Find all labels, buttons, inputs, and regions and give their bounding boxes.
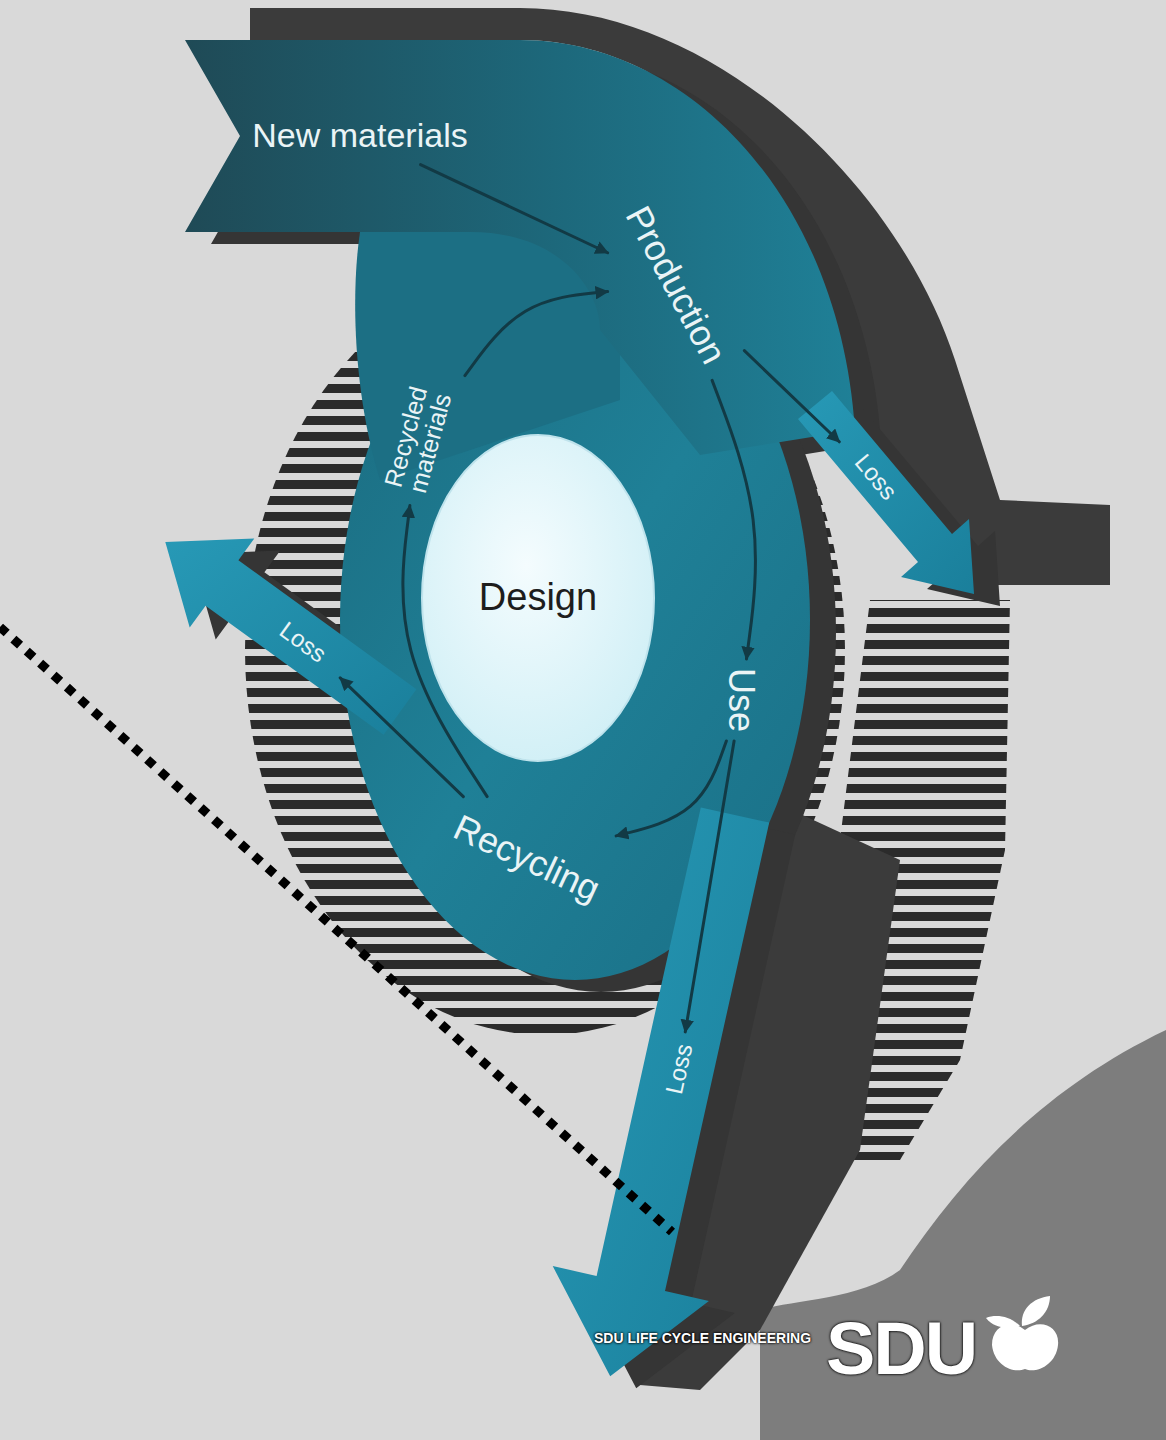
design-circle: Design xyxy=(420,433,656,763)
node-text: New materials xyxy=(252,116,467,155)
flow-connector xyxy=(616,741,726,836)
loss-arrow xyxy=(798,391,974,594)
stage-segment: Recycled materials xyxy=(378,381,458,498)
node-text: Loss xyxy=(849,449,903,506)
flow-connector xyxy=(744,351,839,442)
node-text: Production xyxy=(617,199,734,370)
circle-shape xyxy=(422,435,654,761)
node-text: Loss xyxy=(274,616,331,668)
logo-icon xyxy=(986,1296,1058,1370)
stage-segment: Recycling xyxy=(445,804,609,913)
node-text: Recycling xyxy=(448,806,607,909)
input-arrow xyxy=(185,40,855,455)
loss-arrow xyxy=(165,539,416,735)
loss-arrow-label: Loss xyxy=(846,446,905,508)
node-text: Design xyxy=(479,576,597,620)
footer-caption: SDU LIFE CYCLE ENGINEERING xyxy=(594,1330,811,1346)
node-text: Use xyxy=(720,668,761,732)
stage-segment: Production xyxy=(615,197,738,374)
flow-connector xyxy=(712,380,755,659)
flow-connector xyxy=(421,165,608,253)
node-text: Loss xyxy=(660,1041,698,1096)
node-text: Recycled materials xyxy=(381,384,456,496)
logo-apple xyxy=(992,1324,1058,1370)
logo-leaf xyxy=(986,1316,1020,1328)
loss-arrow-label: Loss xyxy=(272,613,335,671)
flow-connector xyxy=(685,741,734,1032)
logo-text: SDU xyxy=(826,1306,976,1391)
input-arrow-label: New materials xyxy=(250,114,469,157)
flow-connector xyxy=(465,292,608,376)
loss-arrow-label: Loss xyxy=(658,1039,701,1099)
logo-leaf xyxy=(1022,1296,1050,1326)
stage-segment: Use xyxy=(718,666,763,734)
